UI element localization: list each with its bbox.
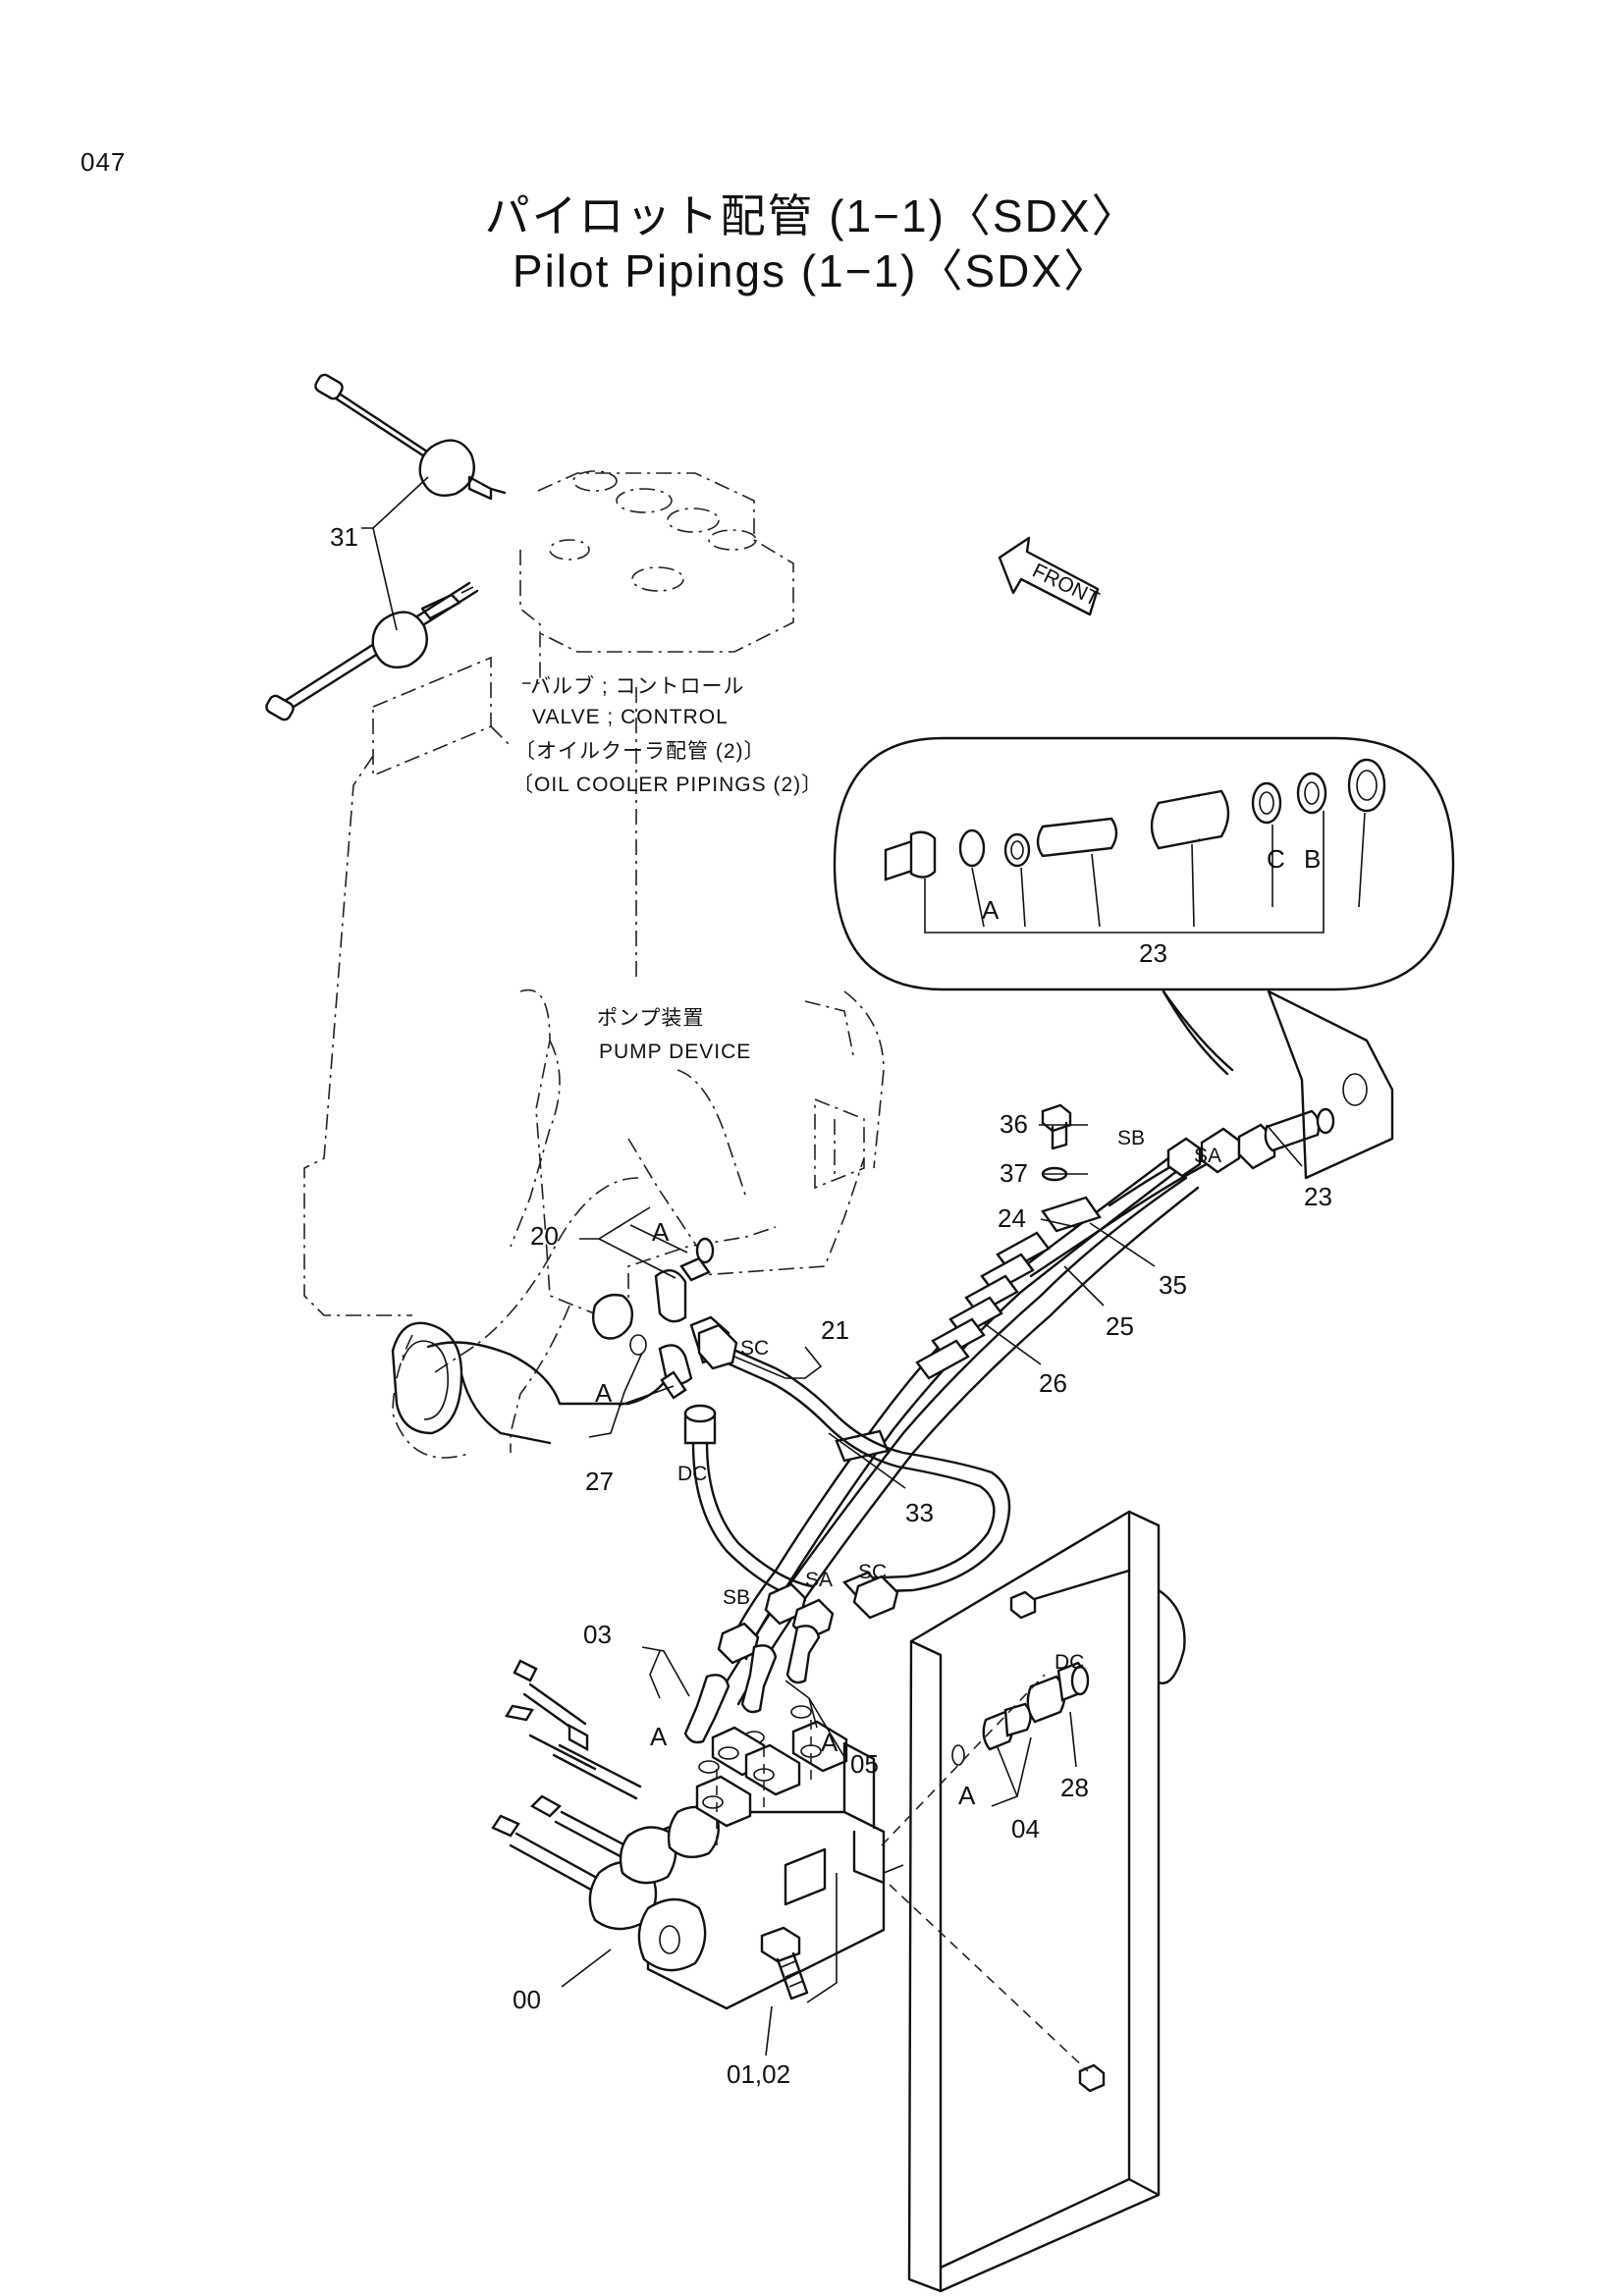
callout-C: C [1267,844,1285,874]
page-number: 047 [81,147,127,177]
note-valve-ja: バルブ ; コントロール [530,675,745,698]
callout-20: 20 [530,1221,559,1251]
note-pump-ja: ポンプ装置 [597,1007,704,1030]
fittings-04-28 [951,1661,1090,1766]
port-dc-right: DC [1055,1651,1084,1674]
port-sa-upper: SA [1194,1145,1221,1167]
port-labels: SB SA SC DC SB SA SC DC [677,1127,1221,1674]
callout-B: B [1304,844,1321,874]
callout-04: 04 [1011,1814,1040,1843]
note-oil-en: 〔OIL COOLER PIPINGS (2)〕 [513,774,823,796]
annotations: バルブ ; コントロール VALVE ; CONTROL 〔オイルクーラ配管 (… [513,675,823,1063]
callout-05: 05 [850,1749,879,1779]
control-valve-outline [303,470,794,1316]
callout-31: 31 [330,522,358,552]
callout-35: 35 [1159,1270,1187,1300]
note-valve-en: VALVE ; CONTROL [532,706,729,728]
callout-26: 26 [1039,1368,1067,1398]
callout-25: 25 [1106,1311,1134,1341]
callout-01-02: 01,02 [727,2059,790,2089]
callout-28: 28 [1060,1773,1089,1802]
callout-A-27: A [595,1378,613,1408]
front-arrow: FRONT [998,536,1103,616]
port-sb-lower: SB [723,1586,750,1609]
callout-00: 00 [513,1985,541,2014]
pilot-valve-body [491,1659,904,2010]
port-sc-lower: SC [858,1561,887,1583]
port-sa-lower: SA [805,1569,833,1591]
leader-lines [361,476,1303,2056]
callout-33: 33 [905,1498,934,1527]
suction-pipe [391,1321,679,1445]
callout-labels: 31 23 36 37 24 35 25 26 20 A A 27 21 33 … [330,522,1332,2089]
callout-24: 24 [998,1203,1026,1233]
note-oil-ja: 〔オイルクーラ配管 (2)〕 [514,740,766,763]
callout-36: 36 [1000,1109,1028,1139]
callout-37: 37 [1000,1158,1028,1188]
pressure-sensors [265,373,507,721]
bracket-plate [716,1510,1186,2293]
port-fittings-upper [1041,989,1394,1182]
callout-A-20: A [652,1217,670,1247]
port-sb-upper: SB [1117,1127,1145,1149]
callout-A-detail: A [982,895,1000,925]
title-japanese: パイロット配管 (1−1)〈SDX〉 [484,190,1139,241]
note-pump-en: PUMP DEVICE [599,1041,751,1063]
callout-A-04: A [958,1781,976,1810]
callout-27: 27 [585,1467,614,1496]
detail-bubble: A C B 23 [833,736,1455,1076]
callout-23: 23 [1304,1182,1332,1211]
callout-A-03: A [650,1722,668,1751]
title-english: Pilot Pipings (1−1)〈SDX〉 [512,245,1111,296]
port-sc-middle: SC [740,1337,769,1360]
callout-A-05: A [821,1728,839,1757]
callout-21: 21 [821,1315,849,1345]
mounting-bolt [760,1873,838,2003]
pump-device-outline [392,988,885,1459]
callout-23-detail: 23 [1139,938,1167,968]
port-dc-left: DC [677,1463,707,1485]
port-fittings-lower [683,1575,899,1774]
callout-03: 03 [583,1620,612,1649]
left-fittings [592,1237,738,1400]
